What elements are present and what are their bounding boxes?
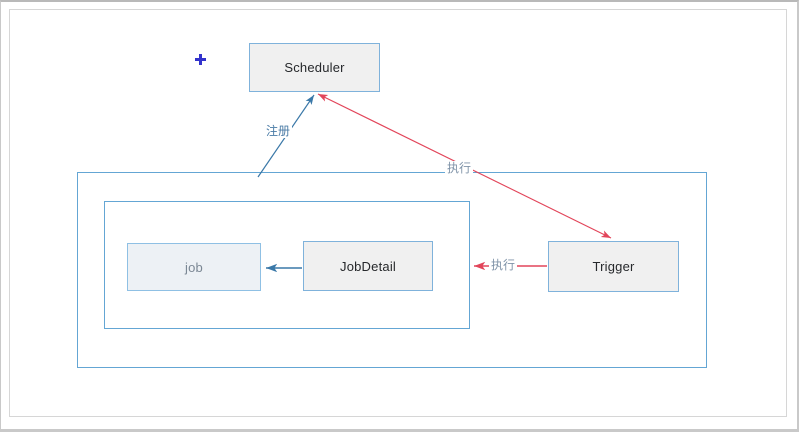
node-job[interactable]: job [127,243,261,291]
node-job-label: job [185,259,203,275]
edge-label-execute-trigger: 执行 [489,258,518,272]
inner-container-box[interactable] [104,201,470,329]
plus-icon[interactable] [195,54,206,65]
node-scheduler[interactable]: Scheduler [249,43,380,92]
node-trigger[interactable]: Trigger [548,241,679,292]
node-jobdetail[interactable]: JobDetail [303,241,433,291]
node-jobdetail-label: JobDetail [340,258,396,274]
edge-label-register: 注册 [264,124,293,138]
node-trigger-label: Trigger [592,259,635,274]
node-scheduler-label: Scheduler [284,60,345,75]
edge-label-execute-diagonal: 执行 [445,161,474,175]
